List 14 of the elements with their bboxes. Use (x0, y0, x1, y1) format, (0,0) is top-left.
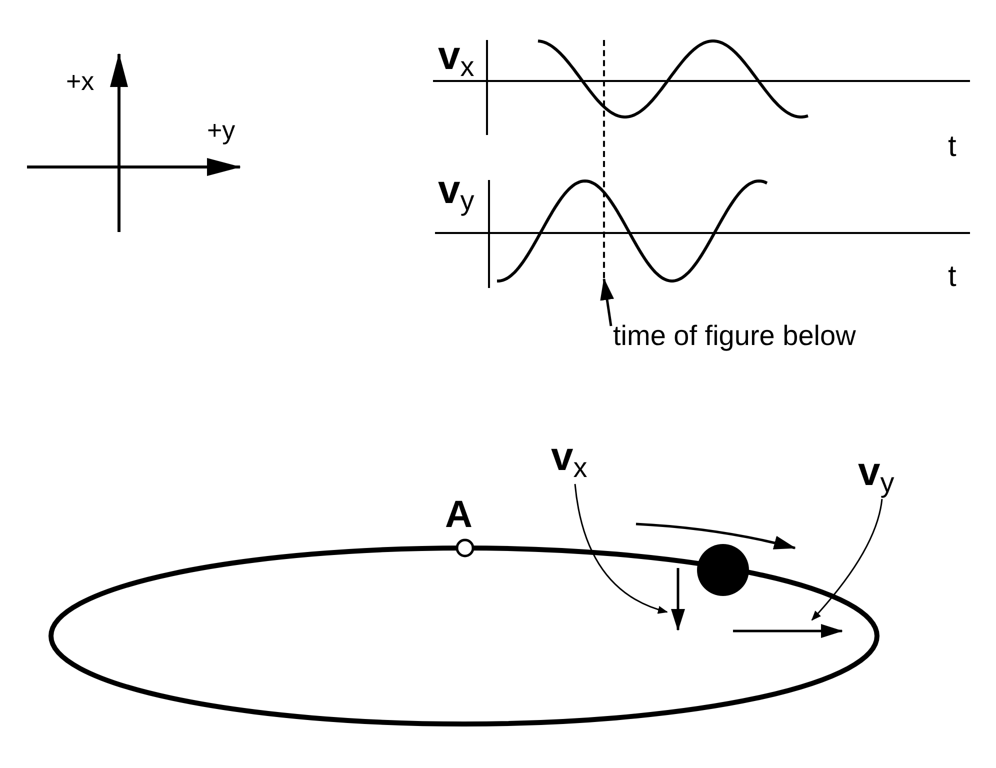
axis-label: t (948, 132, 956, 162)
leader-arrow (574, 484, 668, 614)
point-label: A (445, 496, 472, 534)
axis-label: t (948, 262, 956, 292)
time-marker-line (603, 40, 605, 278)
axis-label: +x (66, 68, 94, 94)
leader-arrow (600, 278, 614, 326)
axis-label: +y (207, 117, 236, 143)
leader-arrow (811, 498, 883, 621)
graph-label: v$_{y}$ (438, 170, 474, 215)
graph-label: v$_{x}$ (438, 36, 474, 81)
vector-label: v$_{y}$ (858, 452, 894, 497)
annotation-text: time of figure below (613, 322, 856, 350)
vector-label: v$_{x}$ (551, 437, 588, 482)
